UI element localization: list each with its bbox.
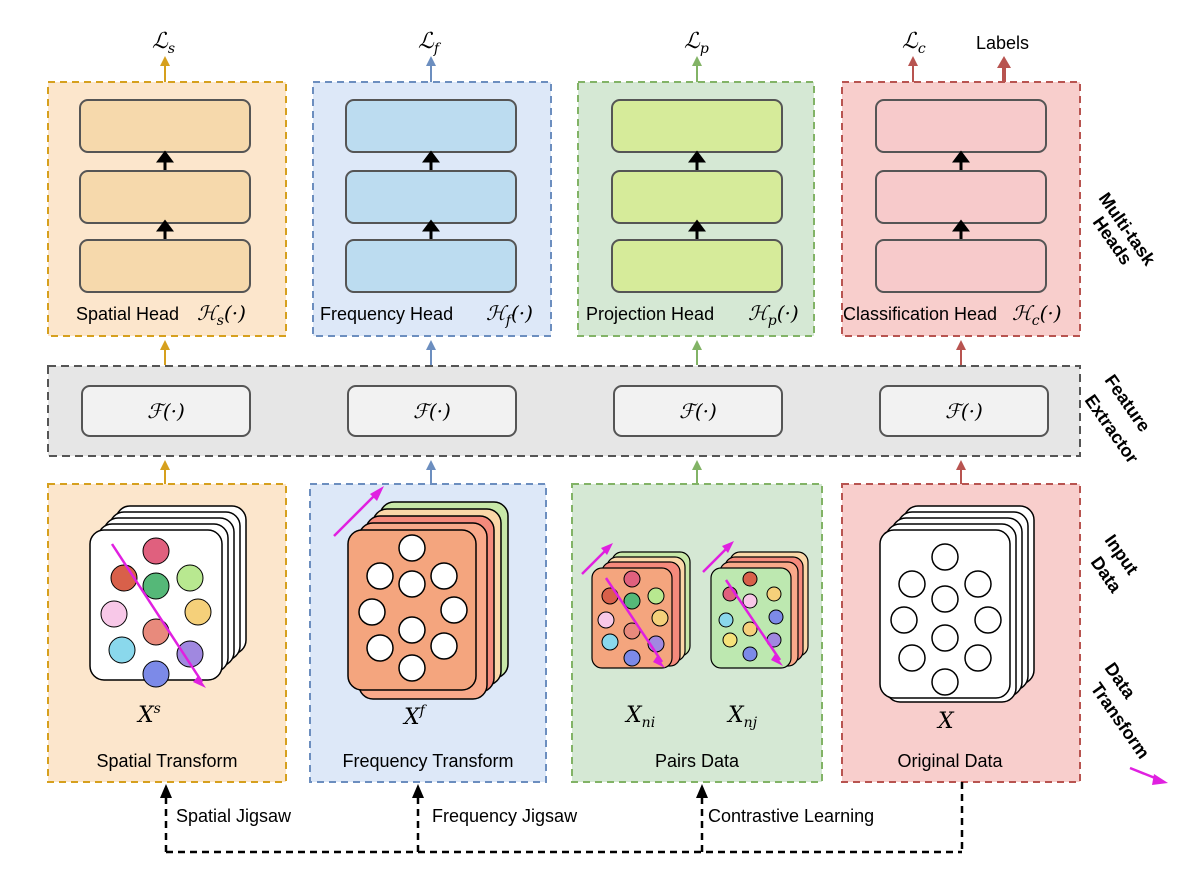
labels-text: Labels xyxy=(976,33,1029,53)
side-labels: Multi-task Heads Feature Extractor Input… xyxy=(1081,189,1160,763)
spatial-head-label: Spatial Head xyxy=(76,304,179,324)
classification-head-panel: Classification Head ℋc(·) xyxy=(841,81,1081,337)
svg-text:X: X xyxy=(936,709,955,734)
frequency-jigsaw-label: Frequency Jigsaw xyxy=(432,806,578,826)
extractor-2: ℱ(·) xyxy=(413,399,451,423)
extractor-3: ℱ(·) xyxy=(679,399,717,423)
loss-classification: ℒc xyxy=(902,29,926,57)
extractor-4: ℱ(·) xyxy=(945,399,983,423)
spatial-head-panel: Spatial Head ℋs(·) xyxy=(47,81,287,337)
loss-spatial: ℒs xyxy=(152,29,175,57)
svg-text:Xs: Xs xyxy=(136,701,161,728)
transform-connections xyxy=(164,782,964,854)
svg-text:Xf: Xf xyxy=(402,703,428,730)
spatial-transform-label: Spatial Transform xyxy=(96,751,237,771)
feature-extractor-band: ℱ(·) ℱ(·) ℱ(·) ℱ(·) xyxy=(47,365,1081,457)
svg-text:Xni: Xni xyxy=(624,703,655,731)
frequency-transform-panel: Xf Frequency Transform xyxy=(309,483,547,783)
svg-text:ℋc(·): ℋc(·) xyxy=(1012,301,1062,329)
svg-text:ℋs(·): ℋs(·) xyxy=(197,301,246,329)
frequency-transform-label: Frequency Transform xyxy=(342,751,513,771)
spatial-transform-panel: Xs Spatial Transform xyxy=(47,483,287,783)
spatial-jigsaw-label: Spatial Jigsaw xyxy=(176,806,292,826)
loss-projection: ℒp xyxy=(684,29,709,57)
svg-text:ℋf(·): ℋf(·) xyxy=(486,301,533,329)
svg-text:Xnj: Xnj xyxy=(726,703,758,731)
projection-head-panel: Projection Head ℋp(·) xyxy=(577,81,815,337)
classification-head-label: Classification Head xyxy=(843,304,997,324)
pairs-data-label: Pairs Data xyxy=(655,751,740,771)
frequency-head-panel: Frequency Head ℋf(·) xyxy=(312,81,552,337)
loss-frequency: ℒf xyxy=(418,29,442,57)
extractor-1: ℱ(·) xyxy=(147,399,185,423)
frequency-head-label: Frequency Head xyxy=(320,304,453,324)
loss-outputs: ℒs ℒf ℒp ℒc Labels xyxy=(152,29,1029,82)
extractor-to-head-arrows xyxy=(160,340,966,365)
pairs-data-panel: Xni Xnj Pairs Data xyxy=(571,483,823,783)
original-data-panel: X Original Data xyxy=(841,483,1081,783)
input-to-extractor-arrows xyxy=(160,460,966,484)
contrastive-learning-label: Contrastive Learning xyxy=(708,806,874,826)
svg-text:ℋp(·): ℋp(·) xyxy=(748,301,799,329)
projection-head-label: Projection Head xyxy=(586,304,714,324)
original-data-label: Original Data xyxy=(897,751,1003,771)
